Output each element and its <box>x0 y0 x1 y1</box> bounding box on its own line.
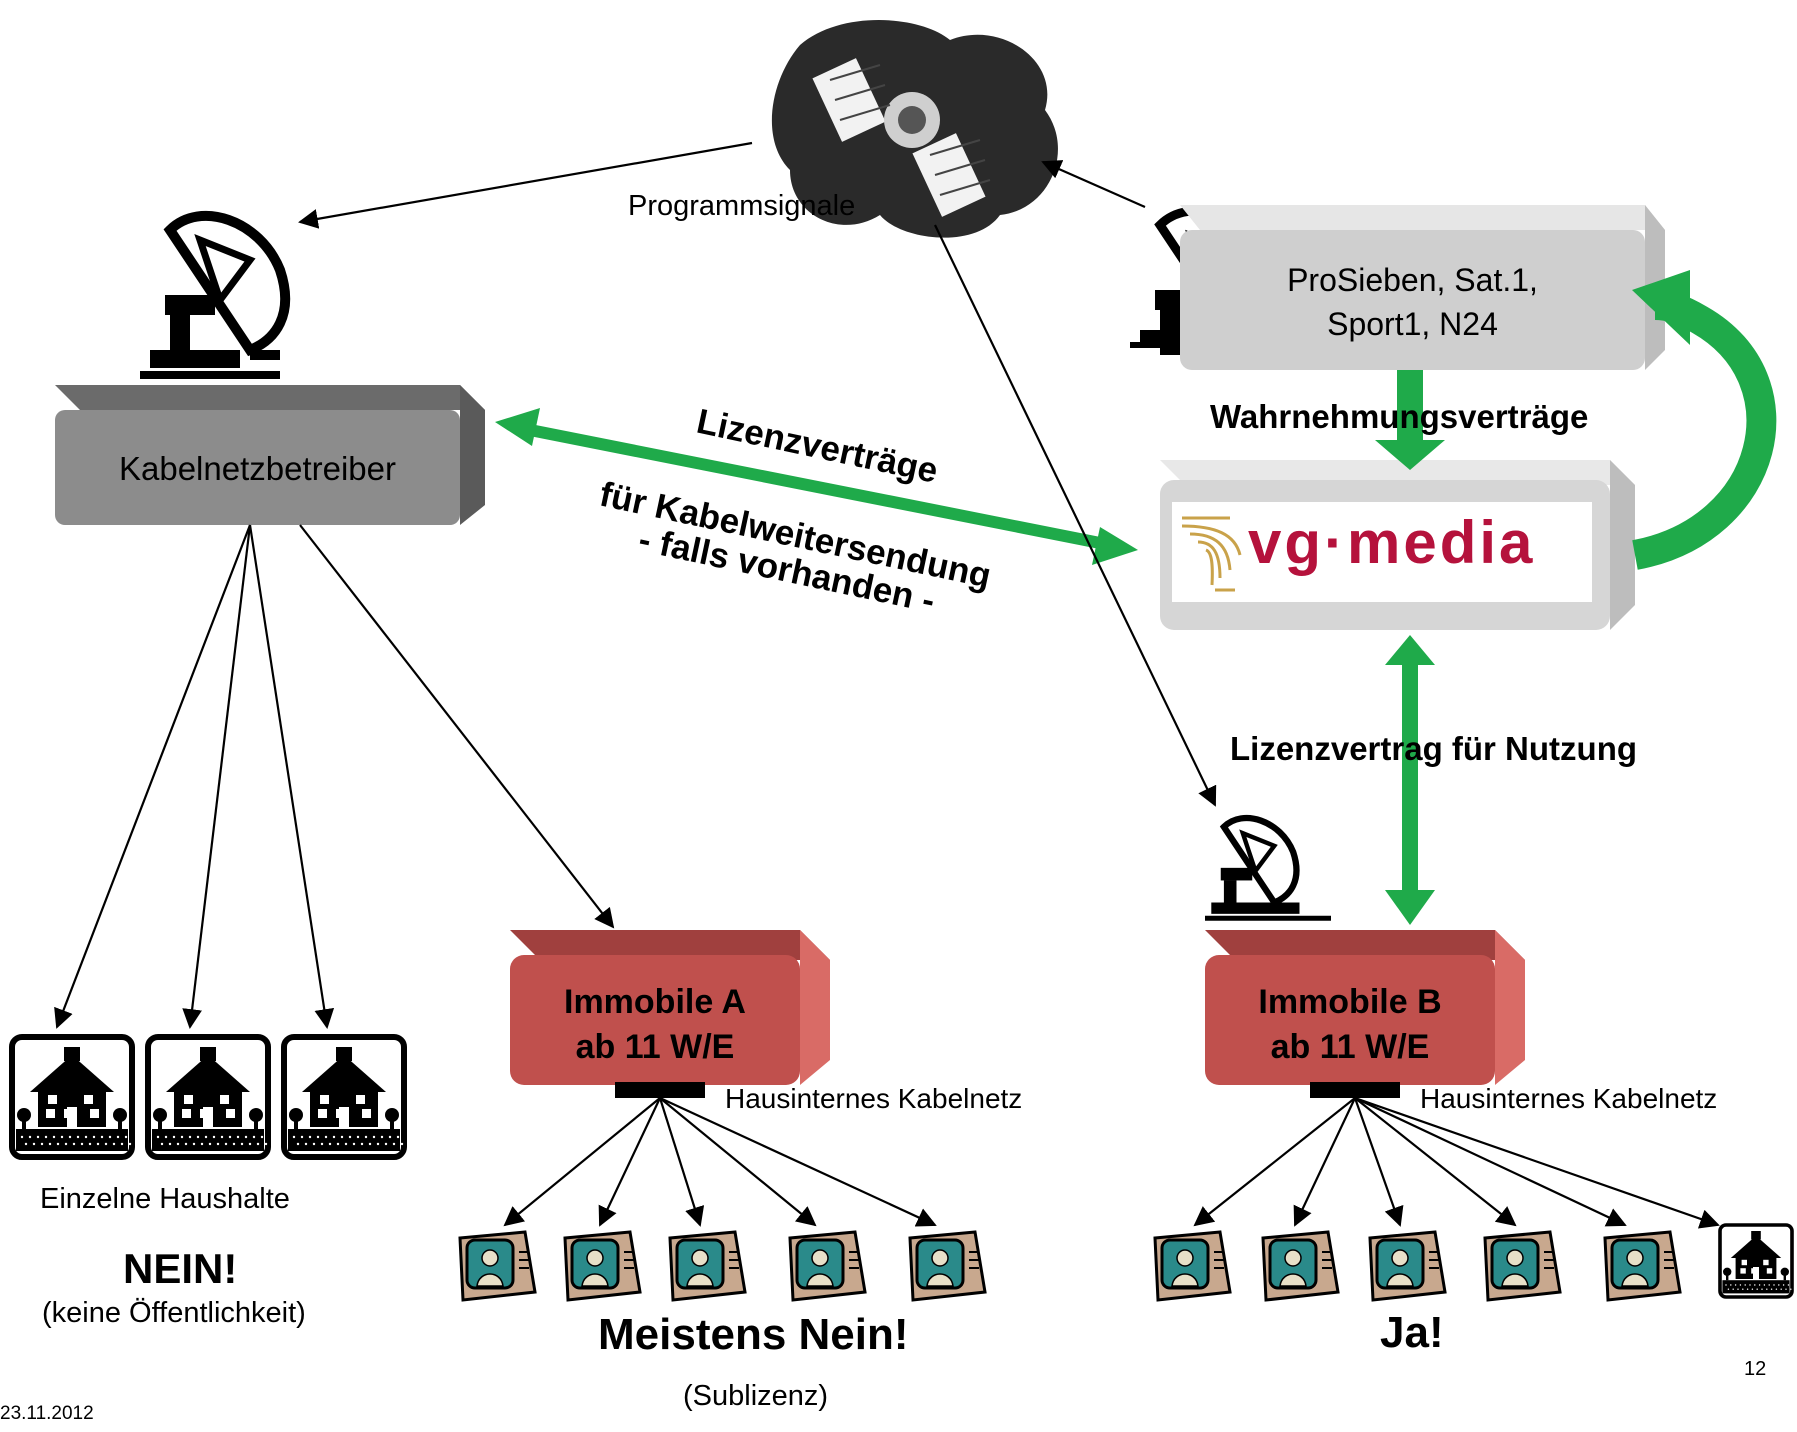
green-arrows <box>495 270 1777 925</box>
nein-label: NEIN! <box>123 1245 238 1292</box>
einzelne-haushalte-label: Einzelne Haushalte <box>40 1183 290 1215</box>
house-icon <box>281 1034 407 1160</box>
satellite-dish-icon <box>140 210 291 379</box>
sender-box <box>1180 205 1665 370</box>
programmsignale-label: Programmsignale <box>628 190 856 222</box>
kabelnetzbetreiber-box <box>55 385 485 525</box>
hausinternes-kabelnetz-a-label: Hausinternes Kabelnetz <box>725 1083 1023 1114</box>
tv-icon <box>563 1230 642 1302</box>
sender-box-label: ProSieben, Sat.1, Sport1, N24 <box>1180 258 1645 346</box>
tv-icon <box>1261 1230 1340 1302</box>
kabelnetzbetreiber-label: Kabelnetzbetreiber <box>118 450 397 487</box>
tv-icon <box>1483 1230 1562 1302</box>
lizenzvertraege-label: Lizenzverträge <box>693 402 941 491</box>
hausinternes-kabelnetz-b-label: Hausinternes Kabelnetz <box>1420 1083 1718 1114</box>
sender-line-1: ProSieben, Sat.1, <box>1287 262 1538 298</box>
keine-oeffentlichkeit-label: (keine Öffentlichkeit) <box>42 1297 306 1329</box>
immobile-b-box <box>1205 930 1525 1098</box>
house-icon <box>1718 1223 1794 1299</box>
satellite-icon <box>771 20 1058 238</box>
sender-line-2: Sport1, N24 <box>1327 306 1498 342</box>
tv-icon <box>458 1230 537 1302</box>
vgmedia-logo-text: vg·media <box>1248 509 1536 576</box>
tv-icon <box>1153 1230 1232 1302</box>
signal-arrows <box>54 141 1720 1229</box>
tv-icon <box>668 1230 747 1302</box>
immobile-b-line-1: Immobile B <box>1258 983 1442 1021</box>
ja-label: Ja! <box>1380 1308 1444 1357</box>
date-label: 23.11.2012 <box>0 1403 94 1424</box>
tv-icon <box>788 1230 867 1302</box>
tv-icon <box>908 1230 987 1302</box>
immobile-a-label: Immobile A ab 11 W/E <box>510 980 800 1070</box>
immobile-a-box <box>510 930 830 1098</box>
page-number-label: 12 <box>1744 1358 1767 1380</box>
lizenzvertrag-nutzung-label: Lizenzvertrag für Nutzung <box>1230 730 1638 767</box>
immobile-a-line-2: ab 11 W/E <box>575 1028 735 1066</box>
wahrnehmungsvertraege-label: Wahrnehmungsverträge <box>1210 398 1589 435</box>
satellite-dish-icon <box>1205 815 1331 921</box>
immobile-b-line-2: ab 11 W/E <box>1270 1028 1430 1066</box>
tv-icon <box>1368 1230 1447 1302</box>
sublizenz-label: (Sublizenz) <box>683 1380 829 1412</box>
meistens-nein-label: Meistens Nein! <box>598 1310 909 1359</box>
immobile-b-label: Immobile B ab 11 W/E <box>1205 980 1495 1070</box>
vgmedia-box <box>1160 460 1635 630</box>
tv-icon <box>1603 1230 1682 1302</box>
vgmedia-logo-icon <box>1181 516 1242 592</box>
house-icon <box>145 1034 271 1160</box>
house-icon <box>9 1034 135 1160</box>
immobile-a-line-1: Immobile A <box>564 983 746 1021</box>
